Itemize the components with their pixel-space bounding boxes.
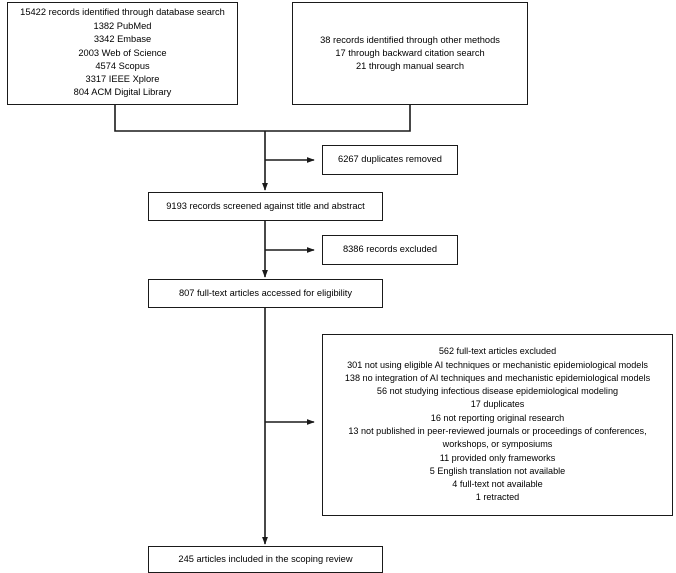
fulltext-excluded-reason-7: 11 provided only frameworks [439,452,556,463]
database-source-acm-digital-library: 804 ACM Digital Library [73,87,172,98]
database-source-embase: 3342 Embase [93,34,152,45]
database-source-web-of-science: 2003 Web of Science [78,47,167,58]
records-excluded-label: 8386 records excluded [342,244,438,255]
database-source-ieee-xplore: 3317 IEEE Xplore [85,73,160,84]
database-source-scopus: 4574 Scopus [95,60,150,71]
fulltext-excluded-total: 562 full-text articles excluded [438,346,557,357]
fulltext-excluded-reason-3: 56 not studying infectious disease epide… [376,386,619,397]
articles-included-label: 245 articles included in the scoping rev… [178,553,353,564]
fulltext-excluded-reason-6: 13 not published in peer-reviewed journa… [348,426,647,450]
fulltext-excluded-reason-1: 301 not using eligible AI techniques or … [347,359,648,370]
fulltext-excluded-reason-9: 4 full-text not available [452,479,543,490]
fulltext-excluded-reason-10: 1 retracted [475,492,520,503]
database-source-pubmed: 1382 PubMed [93,21,152,32]
other-source-manual-search: 21 through manual search [355,61,465,72]
fulltext-excluded-reason-8: 5 English translation not available [429,465,566,476]
records-screened-label: 9193 records screened against title and … [166,200,365,211]
fulltext-excluded-reason-4: 17 duplicates [470,399,525,410]
fulltext-excluded-reason-2: 138 no integration of AI techniques and … [344,372,651,383]
node-articles-included: 245 articles included in the scoping rev… [148,546,383,573]
other-source-backward-citation: 17 through backward citation search [335,47,485,58]
fulltext-excluded-reason-5: 16 not reporting original research [430,412,565,423]
node-records-screened: 9193 records screened against title and … [148,192,383,221]
database-total-line: 15422 records identified through databas… [20,7,225,17]
node-records-excluded: 8386 records excluded [322,235,458,265]
node-duplicates-removed: 6267 duplicates removed [322,145,458,175]
node-records-identified-database-search: 15422 records identified through databas… [7,2,238,105]
node-full-text-articles-assessed: 807 full-text articles accessed for elig… [148,279,383,308]
merge-connector [114,105,411,132]
duplicates-removed-label: 6267 duplicates removed [338,154,442,165]
full-text-assessed-label: 807 full-text articles accessed for elig… [178,287,353,298]
other-total-line: 38 records identified through other meth… [320,34,500,45]
node-full-text-articles-excluded: 562 full-text articles excluded 301 not … [322,334,673,516]
node-records-identified-other-methods: 38 records identified through other meth… [292,2,528,105]
